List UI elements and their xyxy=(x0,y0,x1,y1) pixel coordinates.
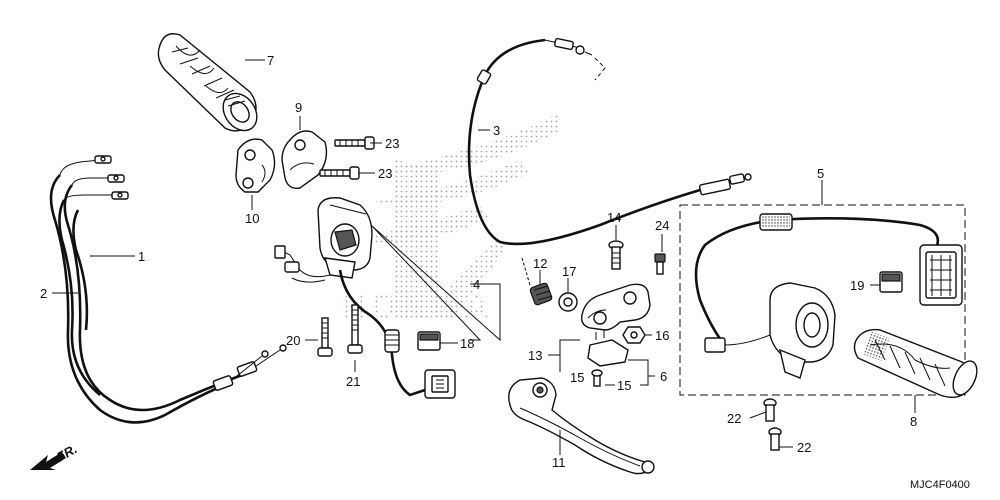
throttle-housing-upper xyxy=(281,130,328,189)
nut-16 xyxy=(622,326,646,344)
adjuster-12 xyxy=(521,257,553,306)
part-label-15a: 15 xyxy=(570,370,584,385)
part-label-4: 4 xyxy=(473,277,480,292)
clutch-switch xyxy=(587,330,629,387)
clutch-cable xyxy=(467,37,752,246)
left-grip xyxy=(157,33,258,132)
part-label-18: 18 xyxy=(460,336,474,351)
svg-text:HONDA: HONDA xyxy=(340,288,495,326)
brand-wing-watermark: HONDA xyxy=(340,112,560,326)
part-label-5: 5 xyxy=(817,166,824,181)
part-label-24: 24 xyxy=(655,218,669,233)
screw-22-upper xyxy=(763,398,777,422)
bolt-24 xyxy=(654,253,666,275)
screw-22-lower xyxy=(768,427,782,451)
part-label-6: 6 xyxy=(660,369,667,384)
spring-17 xyxy=(558,292,578,312)
leader-lines xyxy=(52,59,916,455)
part-label-22a: 22 xyxy=(727,411,741,426)
bolt-21 xyxy=(347,304,363,354)
left-handlebar-switch xyxy=(317,197,373,279)
throttle-cables xyxy=(49,155,287,424)
part-label-22b: 22 xyxy=(797,440,811,455)
right-grip xyxy=(853,328,978,398)
part-label-10: 10 xyxy=(245,211,259,226)
part-labels: 7 9 23 23 10 3 4 1 2 5 12 17 14 24 16 13… xyxy=(40,53,917,470)
screw-23-lower xyxy=(319,166,360,180)
part-label-12: 12 xyxy=(533,256,547,271)
part-label-21: 21 xyxy=(346,374,360,389)
drawing-code: MJC4F0400 xyxy=(910,479,970,491)
part-label-3: 3 xyxy=(493,123,500,138)
connector-19 xyxy=(879,271,903,293)
front-direction-indicator: FR. xyxy=(30,441,80,470)
connector-18 xyxy=(417,331,441,351)
part-label-11: 11 xyxy=(552,455,566,470)
part-label-13: 13 xyxy=(528,348,542,363)
part-label-1: 1 xyxy=(138,249,145,264)
right-switch-group-frame xyxy=(679,204,966,396)
part-label-16: 16 xyxy=(655,328,669,343)
part-label-19: 19 xyxy=(850,278,864,293)
part-label-14: 14 xyxy=(607,210,621,225)
part-label-9: 9 xyxy=(295,100,302,115)
screw-23-upper xyxy=(334,136,375,150)
part-label-2: 2 xyxy=(40,286,47,301)
part-label-23a: 23 xyxy=(385,136,399,151)
part-label-7: 7 xyxy=(267,53,274,68)
left-switch-harness xyxy=(274,245,456,399)
part-label-15b: 15 xyxy=(617,378,631,393)
right-handlebar-switch xyxy=(694,213,963,379)
screw-14 xyxy=(608,240,624,270)
clutch-lever-bracket xyxy=(580,283,651,331)
part-label-17: 17 xyxy=(562,264,576,279)
bolt-20 xyxy=(317,317,333,357)
part-label-23b: 23 xyxy=(378,166,392,181)
clutch-lever xyxy=(508,377,655,475)
part-label-20: 20 xyxy=(286,333,300,348)
throttle-housing-lower xyxy=(235,138,276,193)
part-label-8: 8 xyxy=(910,414,917,429)
